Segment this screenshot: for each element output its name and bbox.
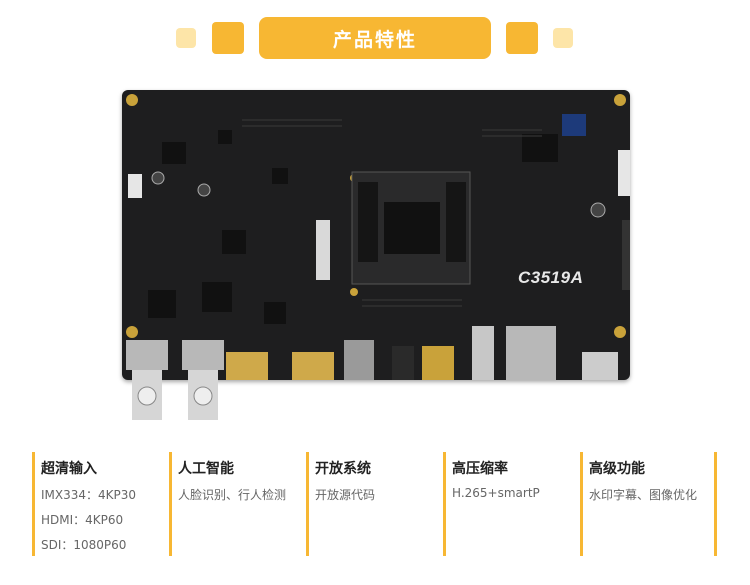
feature-item: 高压缩率 H.265+smartP xyxy=(443,452,580,556)
feature-line: HDMI：4KP60 xyxy=(41,513,124,527)
feature-line: 人脸识别、行人检测 xyxy=(178,488,287,502)
decor-dot xyxy=(176,28,196,48)
feature-title: 开放系统 xyxy=(315,461,371,477)
feature-title: 高压缩率 xyxy=(452,461,508,477)
header-banner: 产品特性 xyxy=(0,0,750,70)
board-model-label: C3519A xyxy=(518,268,584,287)
feature-item: 人工智能 人脸识别、行人检测 xyxy=(169,452,306,556)
bnc-connectors xyxy=(126,340,224,420)
decor-dot xyxy=(506,22,538,54)
feature-title: 高级功能 xyxy=(589,461,645,477)
feature-title: 人工智能 xyxy=(178,461,234,477)
feature-title: 超清输入 xyxy=(41,461,97,477)
feature-item: 开放系统 开放源代码 xyxy=(306,452,443,556)
decor-dot xyxy=(553,28,573,48)
feature-line: IMX334：4KP30 xyxy=(41,488,137,502)
feature-line: 开放源代码 xyxy=(315,488,376,502)
feature-line: 水印字幕、图像优化 xyxy=(589,488,698,502)
feature-list: 超清输入 IMX334：4KP30 HDMI：4KP60 SDI：1080P60… xyxy=(32,452,732,557)
feature-line: SDI：1080P60 xyxy=(41,538,127,552)
board-illustration xyxy=(126,94,630,380)
page-title: 产品特性 xyxy=(259,17,491,59)
product-image: C3519A xyxy=(110,82,640,422)
feature-item: 超清输入 IMX334：4KP30 HDMI：4KP60 SDI：1080P60 xyxy=(32,452,169,556)
circuit-board: C3519A xyxy=(122,90,630,380)
feature-item: 高级功能 水印字幕、图像优化 xyxy=(580,452,717,556)
decor-dot xyxy=(212,22,244,54)
feature-line: H.265+smartP xyxy=(452,486,540,500)
